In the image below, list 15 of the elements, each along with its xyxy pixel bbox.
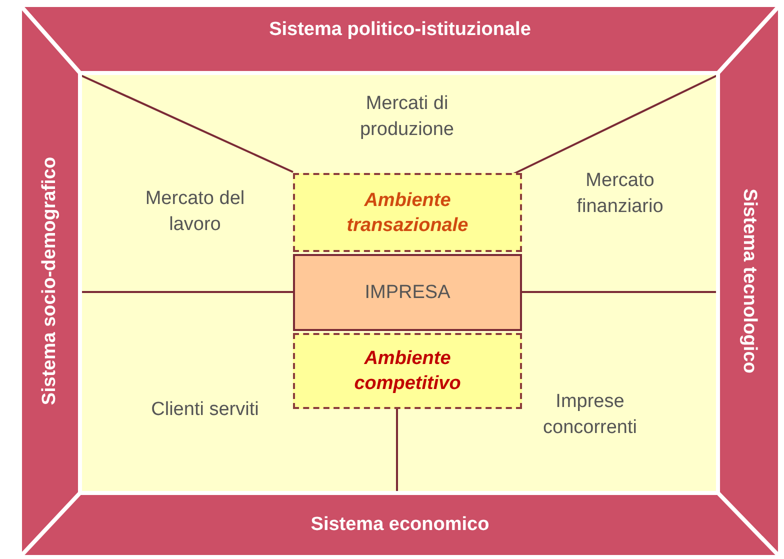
environment-box: [293, 173, 522, 252]
market-label: Clienti serviti: [150, 398, 260, 422]
company-box: [293, 254, 522, 331]
environment-box: [293, 333, 522, 409]
company-title: IMPRESA: [364, 282, 450, 304]
market-label: Mercato finanziario: [576, 169, 664, 219]
band-title: Sistema politico-istituzionale: [268, 19, 532, 41]
band-title: Sistema economico: [310, 514, 490, 536]
market-label: Mercati di produzione: [358, 92, 456, 142]
environment-title: Ambiente competitivo: [353, 347, 462, 396]
band-title: Sistema socio-demografico: [39, 156, 61, 406]
market-label: Mercato del lavoro: [144, 187, 246, 237]
market-label: Imprese concorrenti: [542, 390, 638, 440]
environment-title: Ambiente transazionale: [346, 188, 470, 238]
band-title: Sistema tecnologico: [738, 188, 760, 374]
